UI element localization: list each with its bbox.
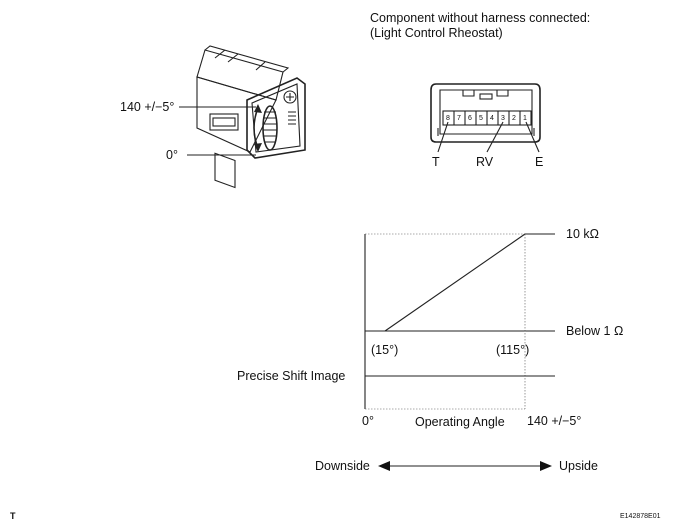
angle-zero-label: 0°: [166, 148, 178, 162]
pin-8: 8: [446, 115, 450, 122]
connector-illustration: [430, 83, 541, 143]
upside-label: Upside: [559, 459, 598, 473]
resistance-ramp: [384, 233, 526, 332]
x-axis-label: Operating Angle: [415, 415, 505, 429]
downside-label: Downside: [315, 459, 370, 473]
leader-E: [525, 121, 540, 153]
connector-title: Component without harness connected:: [370, 11, 591, 25]
angle-max-label: 140 +/−5°: [120, 100, 175, 114]
terminal-RV-label: RV: [476, 155, 494, 169]
connector-subtitle: (Light Control Rheostat): [370, 26, 503, 40]
pin-4: 4: [490, 115, 494, 122]
pin-1: 1: [523, 115, 527, 122]
switch-illustration: [196, 45, 306, 189]
resistance-low-label: Below 1 Ω: [566, 324, 624, 338]
pin-5: 5: [479, 115, 483, 122]
leader-T: [437, 121, 449, 153]
angle-start-label: (15°): [371, 343, 399, 357]
pin-3: 3: [501, 115, 505, 122]
resistance-graph: [364, 233, 555, 410]
terminal-T-label: T: [432, 155, 440, 169]
terminal-E-label: E: [535, 155, 544, 169]
pin-7: 7: [457, 115, 461, 122]
pin-2: 2: [512, 115, 516, 122]
pin-6: 6: [468, 115, 472, 122]
x-max-label: 140 +/−5°: [527, 414, 582, 428]
precise-shift-label: Precise Shift Image: [237, 369, 346, 383]
angle-end-label: (115°): [496, 343, 530, 357]
figure-code: E142878E01: [620, 513, 661, 520]
leader-RV: [486, 121, 504, 153]
x-zero-label: 0°: [362, 414, 374, 428]
footer-mark: T: [10, 511, 16, 521]
resistance-high-label: 10 kΩ: [566, 227, 599, 241]
direction-arrow: [378, 461, 552, 471]
